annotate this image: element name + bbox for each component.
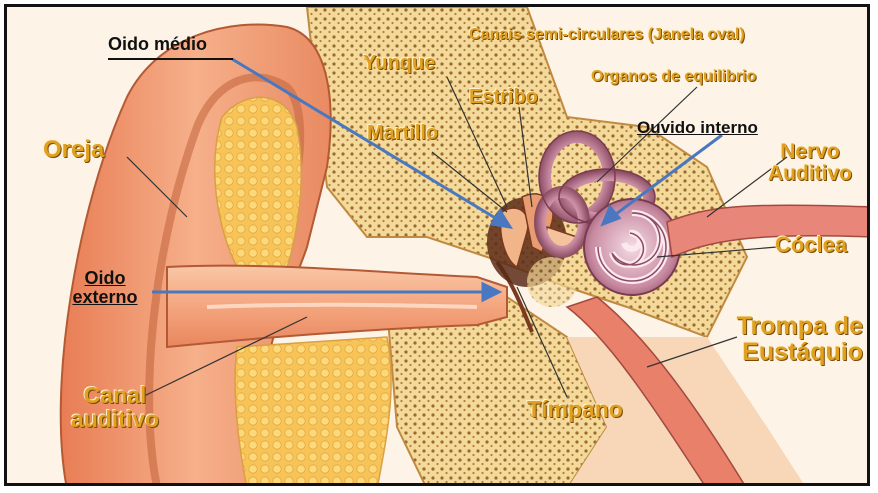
label-canais-semi-circulares: Canais semi-circulares (Janela oval) <box>469 27 745 44</box>
label-nervo-line1: Nervo <box>755 141 865 163</box>
label-oido-medio: Oido médio <box>108 35 207 54</box>
label-timpano: Tímpano <box>527 397 623 421</box>
label-trompa-line2: Eustáquio <box>707 339 863 365</box>
canal-highlight <box>207 305 477 307</box>
label-trompa-de-eustaquio: Trompa de Eustáquio <box>707 313 863 366</box>
label-canal-line2: auditivo <box>55 407 175 431</box>
label-canal-line1: Canal <box>55 383 175 407</box>
label-coclea: Cóclea <box>775 233 847 256</box>
diagram-frame: Oido médio Canais semi-circulares (Janel… <box>4 4 870 486</box>
label-ouvido-interno: Ouvido interno <box>637 119 758 137</box>
mastoid-dots <box>527 257 577 307</box>
label-nervo-auditivo: Nervo Auditivo <box>755 141 865 185</box>
label-estribo: Estribo <box>469 87 538 108</box>
label-oido-externo-line1: Oido <box>55 269 155 288</box>
label-oido-externo: Oido externo <box>55 269 155 307</box>
label-trompa-line1: Trompa de <box>707 313 863 339</box>
label-organos-de-equilibrio: Organos de equilibrio <box>591 69 756 86</box>
cochlea-shape <box>584 199 680 295</box>
label-yunque: Yunque <box>363 53 435 74</box>
label-canal-auditivo: Canal auditivo <box>55 383 175 431</box>
label-nervo-line2: Auditivo <box>755 163 865 185</box>
cartilage-lower <box>235 337 391 486</box>
cartilage-upper <box>215 97 301 267</box>
label-martillo: Martillo <box>367 123 438 144</box>
label-oreja: Oreja <box>43 137 104 162</box>
label-oido-externo-line2: externo <box>55 288 155 307</box>
